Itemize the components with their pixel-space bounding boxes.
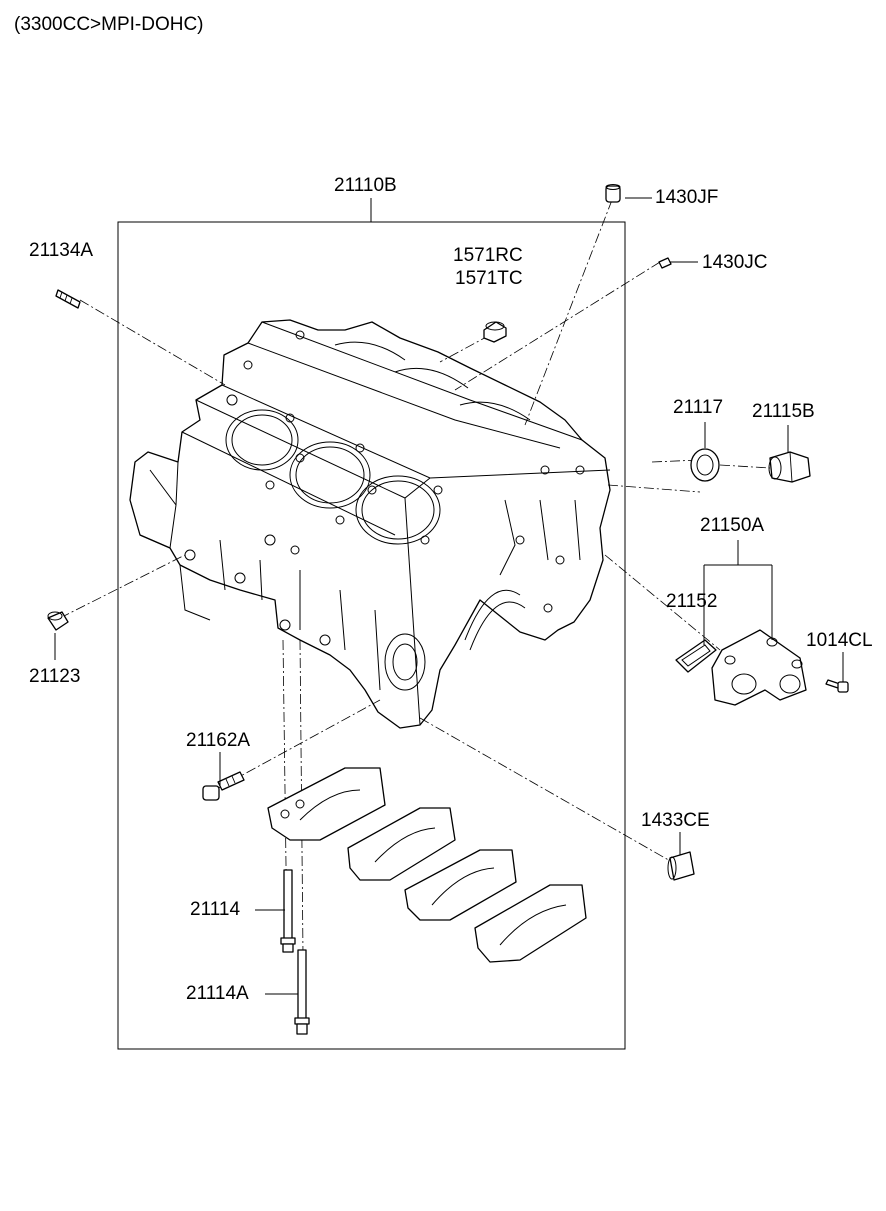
stud-21134A bbox=[55, 289, 81, 309]
cylinder-block bbox=[129, 319, 611, 729]
bearing-cap-3 bbox=[404, 849, 517, 921]
bearing-cap-1 bbox=[267, 767, 386, 841]
dowel-1430JF bbox=[605, 184, 621, 203]
label-21114: 21114 bbox=[190, 899, 241, 920]
bolt-21114A bbox=[294, 949, 310, 1035]
label-21150A: 21150A bbox=[700, 515, 765, 536]
engine-spec-header: (3300CC>MPI-DOHC) bbox=[14, 14, 204, 35]
label-21110B: 21110B bbox=[334, 175, 397, 196]
label-1571RC: 1571RC bbox=[453, 245, 523, 266]
label-1430JF: 1430JF bbox=[655, 187, 719, 208]
sleeve-1433CE bbox=[667, 851, 695, 881]
bolt-1014CL bbox=[825, 679, 849, 693]
plug-1571RC bbox=[483, 321, 507, 343]
cover-21150A bbox=[711, 629, 807, 706]
dowel-1430JC bbox=[658, 257, 672, 269]
bolt-21162A bbox=[202, 771, 245, 801]
label-1433CE: 1433CE bbox=[641, 810, 710, 831]
label-1430JC: 1430JC bbox=[702, 252, 768, 273]
label-21117: 21117 bbox=[673, 397, 724, 418]
label-21114A: 21114A bbox=[186, 983, 249, 1004]
bearing-cap-2 bbox=[347, 807, 456, 881]
cylinder-bore-1 bbox=[225, 409, 299, 471]
bolt-21114 bbox=[280, 869, 296, 953]
cylinder-bore-3 bbox=[355, 475, 441, 545]
label-1571TC: 1571TC bbox=[455, 268, 523, 289]
gasket-21117 bbox=[690, 448, 720, 482]
label-1014CL: 1014CL bbox=[806, 630, 873, 651]
label-21152: 21152 bbox=[666, 591, 718, 612]
label-21134A: 21134A bbox=[29, 240, 94, 261]
label-21123: 21123 bbox=[29, 666, 81, 687]
plug-21115B bbox=[768, 451, 811, 483]
label-21115B: 21115B bbox=[752, 401, 815, 422]
gasket-21152 bbox=[675, 639, 717, 673]
label-leaders bbox=[54, 197, 844, 995]
label-21162A: 21162A bbox=[186, 730, 251, 751]
bearing-cap-4 bbox=[474, 884, 587, 963]
plug-21123 bbox=[47, 611, 69, 631]
cylinder-bore-2 bbox=[289, 441, 371, 509]
